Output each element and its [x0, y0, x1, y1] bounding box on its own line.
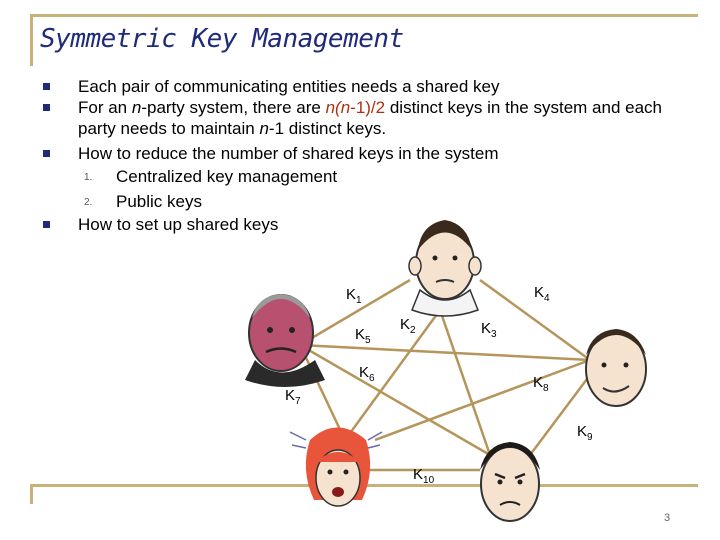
square-bullet-icon — [43, 221, 50, 228]
formula-part: n( — [325, 98, 341, 117]
sub-bullet-number: 2. — [84, 197, 93, 208]
key-subscript: 6 — [369, 373, 375, 384]
formula: n(n-1)/2 — [326, 98, 386, 117]
key-label-k6: K6 — [359, 364, 375, 384]
key-subscript: 2 — [410, 325, 416, 336]
key-letter: K — [400, 316, 411, 333]
edge-k8 — [374, 358, 591, 442]
edge-k9 — [529, 374, 591, 456]
key-label-k7: K7 — [285, 387, 301, 407]
title-frame-left — [30, 14, 33, 66]
edge-k6 — [299, 343, 491, 457]
bullet-item: How to reduce the number of shared keys … — [40, 143, 700, 164]
key-letter: K — [534, 284, 545, 301]
bullet-item: For an n-party system, there are n(n-1)/… — [40, 97, 700, 139]
bullet-text: How to set up shared keys — [78, 215, 279, 234]
formula-part: n — [340, 98, 351, 117]
square-bullet-icon — [43, 104, 50, 111]
edge-k4 — [479, 278, 591, 362]
bullet-text-pre: For an — [78, 98, 132, 117]
key-letter: K — [346, 286, 357, 303]
key-label-k9: K9 — [577, 423, 593, 443]
person-bottom-right-icon — [480, 442, 540, 522]
bullet-text: How to reduce the number of shared keys … — [78, 144, 499, 163]
key-label-k10: K10 — [413, 466, 434, 486]
person-left-icon — [245, 294, 325, 387]
key-label-k3: K3 — [481, 320, 497, 340]
key-label-k2: K2 — [400, 316, 416, 336]
person-bottom-left-icon — [289, 427, 383, 507]
key-letter: K — [285, 387, 296, 404]
title-frame-top — [30, 14, 698, 17]
key-letter: K — [413, 466, 424, 483]
key-letter: K — [355, 326, 366, 343]
sub-bullet-text: Public keys — [116, 192, 202, 211]
bullet-item: How to set up shared keys — [40, 214, 700, 235]
key-subscript: 4 — [544, 293, 550, 304]
page-number: 3 — [664, 512, 671, 524]
bullet-text-mid: distinct keys in the system and each par… — [78, 98, 662, 138]
key-label-k4: K4 — [534, 284, 550, 304]
bullet-text: Each pair of communicating entities need… — [78, 77, 500, 96]
sub-bullet-number: 1. — [84, 172, 93, 183]
key-subscript: 1 — [356, 295, 362, 306]
key-letter: K — [481, 320, 492, 337]
key-subscript: 3 — [491, 329, 497, 340]
key-subscript: 5 — [365, 335, 371, 346]
sub-bullet-item: 2. Public keys — [40, 189, 700, 214]
slide-title: Symmetric Key Management — [40, 24, 404, 54]
edge-k3 — [438, 309, 492, 456]
square-bullet-icon — [43, 83, 50, 90]
edge-k1 — [299, 278, 411, 347]
key-subscript: 10 — [423, 475, 435, 486]
person-right-icon — [585, 329, 647, 407]
edge-k2 — [343, 309, 442, 441]
edge-k7 — [298, 344, 347, 441]
key-letter: K — [359, 364, 370, 381]
bullet-text-mid: -party system, there are — [141, 98, 326, 117]
key-label-k1: K1 — [346, 286, 362, 306]
key-subscript: 9 — [587, 432, 593, 443]
bullet-item: Each pair of communicating entities need… — [40, 76, 700, 97]
sub-bullet-text: Centralized key management — [116, 167, 338, 186]
person-top-icon — [408, 220, 482, 317]
sub-bullet-item: 1. Centralized key management — [40, 164, 700, 189]
formula-part: -1)/2 — [350, 98, 386, 117]
variable-n: n — [131, 98, 142, 117]
key-letter: K — [577, 423, 588, 440]
bullet-list: Each pair of communicating entities need… — [40, 76, 700, 235]
key-subscript: 8 — [543, 383, 549, 394]
square-bullet-icon — [43, 150, 50, 157]
edge-k5 — [299, 343, 591, 362]
key-label-k8: K8 — [533, 374, 549, 394]
bottom-frame-left — [30, 484, 33, 504]
bullet-text-post: -1 distinct keys. — [268, 119, 387, 138]
key-letter: K — [533, 374, 544, 391]
variable-n: n — [259, 119, 269, 138]
key-subscript: 7 — [295, 396, 301, 407]
key-label-k5: K5 — [355, 326, 371, 346]
